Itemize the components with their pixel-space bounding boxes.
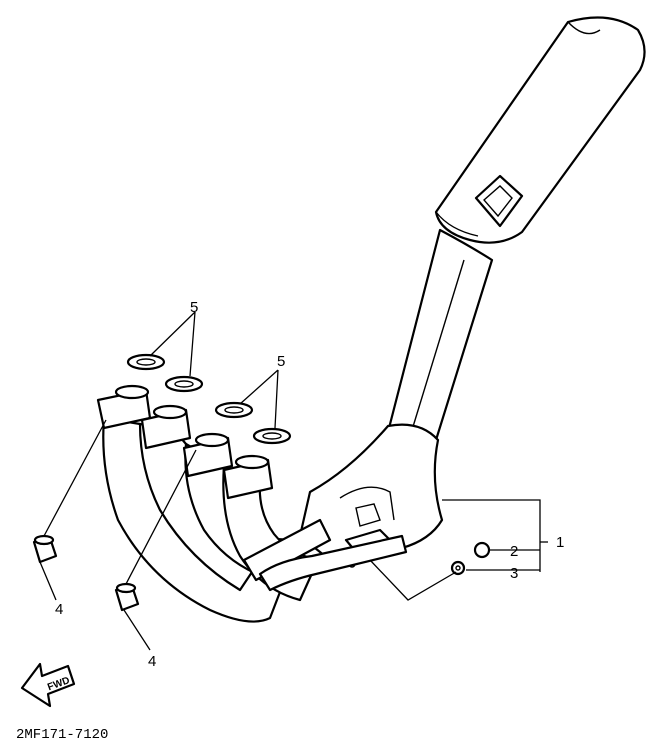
header-flanges — [96, 384, 274, 500]
callout-4-left: 4 — [55, 601, 63, 618]
callout-5-lower: 5 — [277, 353, 285, 370]
callout-3: 3 — [510, 565, 518, 582]
part-code: 2MF171-7120 — [16, 727, 108, 743]
callout-4-middle: 4 — [148, 653, 156, 670]
muffler-badge — [474, 174, 524, 228]
callout-5-upper: 5 — [190, 299, 198, 316]
header-pipes — [102, 416, 408, 623]
muffler — [434, 16, 646, 244]
nut-middle — [114, 582, 140, 612]
callout-2: 2 — [510, 543, 518, 560]
fwd-arrow-icon: FWD — [20, 662, 76, 708]
collector — [298, 423, 444, 568]
crossover-tube — [242, 518, 332, 582]
callout-1: 1 — [556, 534, 564, 551]
washer — [450, 560, 466, 576]
leader-lines — [39, 311, 548, 651]
bolt — [473, 541, 491, 559]
nut-left — [32, 534, 58, 564]
gaskets — [126, 353, 292, 445]
connecting-pipe — [386, 228, 494, 446]
